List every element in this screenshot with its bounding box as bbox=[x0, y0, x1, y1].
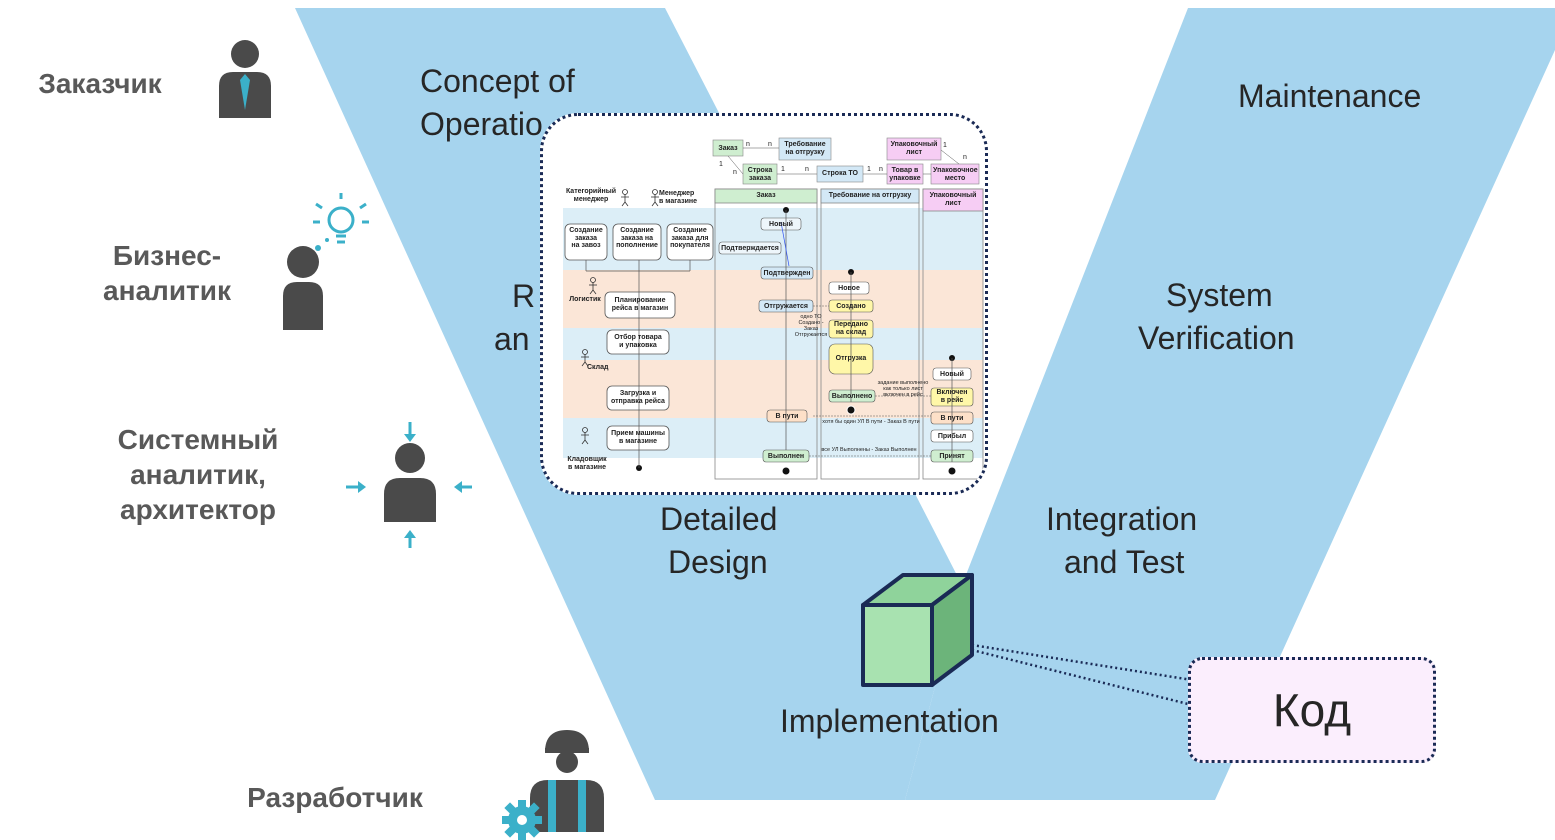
mult-8: n bbox=[879, 166, 883, 173]
actor-category-manager: Категорийный менеджер bbox=[565, 188, 617, 203]
order-state-1: Новый bbox=[769, 221, 793, 228]
business-analyst-icon bbox=[283, 193, 369, 330]
role-customer: Заказчик bbox=[38, 68, 162, 99]
pack-state-1: Новый bbox=[940, 371, 964, 378]
req-state-4: Отгрузка bbox=[835, 355, 867, 362]
pack-state-2: Включен в рейс bbox=[936, 389, 968, 404]
req-state-5: Выполнено bbox=[831, 393, 873, 400]
role-developer: Разработчик bbox=[247, 782, 423, 813]
order-state-5: В пути bbox=[775, 413, 799, 420]
phase-detailed-line1: Detailed bbox=[660, 501, 778, 537]
note-3: хотя бы один УЛ В пути - Заказ В пути bbox=[822, 419, 920, 425]
activity-7: Прием машины в магазине bbox=[611, 430, 665, 445]
phase-requirements-line2: an bbox=[494, 321, 530, 357]
mult-4: n bbox=[733, 169, 737, 176]
entity-packing-list: Упаковочный лист bbox=[890, 141, 938, 156]
activity-2: Создание заказа на пополнение bbox=[616, 227, 658, 250]
note-1: одно ТО Создано - Заказ Отгружается bbox=[794, 314, 828, 339]
req-state-2: Создано bbox=[836, 303, 866, 310]
actor-logistician: Логистик bbox=[569, 296, 601, 303]
order-state-3: Подтвержден bbox=[763, 270, 811, 277]
role-system-analyst: Системный аналитик, архитектор bbox=[117, 424, 279, 525]
code-callout-label: Код bbox=[1272, 684, 1352, 736]
phase-concept-line2: Operatio bbox=[420, 106, 543, 142]
actor-warehouse: Склад bbox=[587, 364, 609, 371]
actor-store-manager: Менеджер в магазине bbox=[659, 190, 698, 205]
inset-background bbox=[563, 137, 984, 480]
entity-to-line: Строка ТО bbox=[822, 170, 858, 177]
lane-shipment-requirement: Требование на отгрузку bbox=[828, 192, 912, 199]
phase-concept-line1: Concept of bbox=[420, 63, 575, 99]
activity-5: Отбор товара и упаковка bbox=[614, 334, 662, 349]
lightbulb-icon bbox=[313, 193, 369, 244]
callout-connector-top bbox=[971, 643, 1193, 682]
phase-implementation: Implementation bbox=[780, 703, 999, 739]
entity-goods-in-pack: Товар в упаковке bbox=[889, 167, 921, 182]
developer-icon bbox=[502, 730, 604, 840]
customer-icon bbox=[219, 40, 271, 118]
activity-3: Создание заказа для покупателя bbox=[670, 227, 710, 250]
mult-6: n bbox=[805, 166, 809, 173]
lane-packing-list: Упаковочный лист bbox=[929, 192, 977, 207]
code-cube-icon bbox=[861, 573, 974, 687]
arrows-inward-icon bbox=[346, 422, 472, 548]
mult-2: n bbox=[768, 141, 772, 148]
pack-state-3: В пути bbox=[940, 415, 964, 422]
mult-10: n bbox=[963, 154, 967, 161]
req-state-3: Передано на склад bbox=[834, 321, 868, 336]
activity-4: Планирование рейса в магазин bbox=[611, 297, 669, 312]
phase-detailed-line2: Design bbox=[668, 544, 768, 580]
activity-1: Создание заказа на завоз bbox=[569, 227, 603, 250]
mult-1: n bbox=[746, 141, 750, 148]
entity-shipment-requirement: Требование на отгрузку bbox=[784, 141, 826, 156]
activity-6: Загрузка и отправка рейса bbox=[611, 390, 665, 405]
mult-3: 1 bbox=[719, 161, 723, 168]
phase-integration-line2: and Test bbox=[1064, 544, 1185, 580]
entity-order: Заказ bbox=[718, 145, 738, 152]
mult-5: 1 bbox=[781, 166, 785, 173]
mult-9: 1 bbox=[943, 142, 947, 149]
req-state-1: Новое bbox=[838, 285, 860, 292]
code-callout: Код bbox=[1188, 657, 1436, 763]
mult-7: 1 bbox=[867, 166, 871, 173]
pack-state-5: Принят bbox=[939, 453, 965, 460]
gear-icon bbox=[502, 800, 542, 840]
note-2: задание выполнено как только лист включе… bbox=[877, 380, 929, 399]
phase-verification-line2: Verification bbox=[1138, 320, 1295, 356]
actor-storekeeper: Кладовщик в магазине bbox=[567, 456, 607, 471]
order-state-2: Подтверждается bbox=[721, 245, 779, 252]
entity-order-line: Строка заказа bbox=[747, 167, 773, 182]
phase-integration-line1: Integration bbox=[1046, 501, 1198, 537]
phase-verification-line1: System bbox=[1166, 277, 1273, 313]
phase-maintenance: Maintenance bbox=[1238, 78, 1422, 114]
role-business-analyst: Бизнес- аналитик bbox=[103, 240, 231, 306]
system-analyst-icon bbox=[346, 422, 472, 548]
pack-state-4: Прибыл bbox=[937, 433, 967, 440]
note-4: все УЛ Выполнены - Заказ Выполнен bbox=[821, 447, 917, 453]
order-state-6: Выполнен bbox=[767, 453, 805, 460]
entity-pack-place: Упаковочное место bbox=[933, 167, 978, 182]
order-state-4: Отгружается bbox=[763, 303, 808, 310]
lane-order: Заказ bbox=[756, 192, 776, 199]
phase-requirements-line1: R bbox=[512, 278, 536, 314]
v-right-band bbox=[905, 8, 1555, 800]
inset-diagram: Заказ Требование на отгрузку Упаковочный… bbox=[540, 113, 988, 495]
